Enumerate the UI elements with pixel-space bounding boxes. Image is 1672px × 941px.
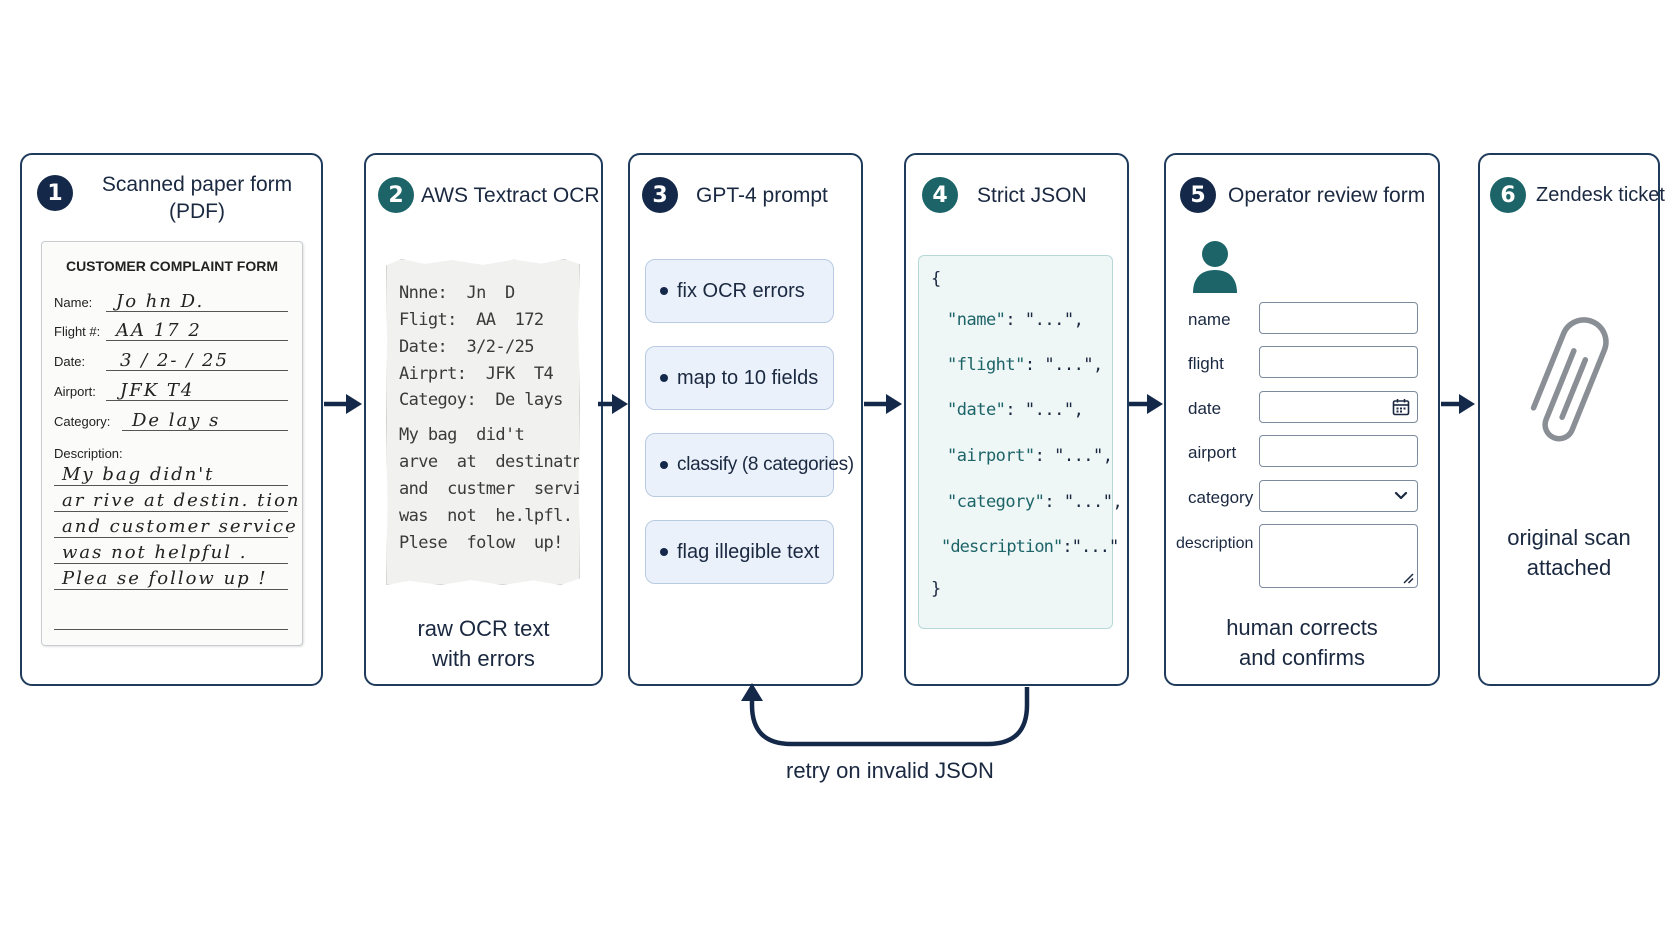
step-6-title: Zendesk ticket xyxy=(1536,184,1665,206)
step-1-title-line2: (PDF) xyxy=(169,200,225,224)
step-6-card: 6 Zendesk ticket original scan attached xyxy=(1478,153,1665,686)
paper-field-date: Date: 3 / 2- / 25 xyxy=(54,343,288,371)
json-line: "flight": "...", xyxy=(947,355,1103,375)
step-4-title: Strict JSON xyxy=(977,184,1087,207)
retry-loop-arrow xyxy=(741,683,1030,747)
review-label-airport: airport xyxy=(1188,443,1237,462)
step-5-badge: 5 xyxy=(1180,177,1216,213)
json-line: "description":"..." xyxy=(941,537,1119,557)
step-1-title-line1: Scanned paper form xyxy=(101,173,293,196)
resize-grip-icon[interactable] xyxy=(1402,572,1414,584)
paper-form: CUSTOMER COMPLAINT FORM Name: Jo hn D. F… xyxy=(41,241,303,646)
paper-field-label: Flight #: xyxy=(54,324,101,339)
review-input-flight[interactable] xyxy=(1259,346,1418,378)
paper-field-value: JFK T4 xyxy=(120,380,195,401)
arrow-1-to-2 xyxy=(324,394,362,414)
paper-description-line: was not helpful . xyxy=(54,538,288,564)
review-label-name: name xyxy=(1188,310,1231,329)
step-1-badge: 1 xyxy=(37,175,73,211)
json-close-brace: } xyxy=(931,579,941,599)
step-1-title: Scanned paper form (PDF) xyxy=(97,171,297,226)
step-3-title: GPT-4 prompt xyxy=(696,184,828,207)
paper-description-line: ar rive at destin. tion xyxy=(54,486,299,512)
paper-field-label: Name: xyxy=(54,295,93,310)
step-6-caption: original scan attached xyxy=(1507,525,1631,580)
step-5-title: Operator review form xyxy=(1228,184,1426,207)
json-open-brace: { xyxy=(931,269,941,289)
json-output: { "name": "...", "flight": "...", "date"… xyxy=(918,255,1123,629)
paper-field-flight: Flight #: AA 17 2 xyxy=(54,313,288,341)
paper-field-label: Date: xyxy=(54,354,86,369)
step-3-card: 3 GPT-4 prompt fix OCR errors map to 10 … xyxy=(628,153,863,686)
paper-field-name: Name: Jo hn D. xyxy=(54,284,288,312)
review-select-category[interactable] xyxy=(1259,480,1418,512)
paper-field-airport: Airport: JFK T4 xyxy=(54,373,288,401)
step-5-caption: human corrects and confirms xyxy=(1226,615,1378,670)
paper-field-value: De lay s xyxy=(132,410,221,431)
review-input-date[interactable] xyxy=(1259,391,1418,423)
review-label-date: date xyxy=(1188,399,1222,418)
step-4-card: 4 Strict JSON { "name": "...", "flight":… xyxy=(904,153,1129,686)
arrow-5-to-6 xyxy=(1441,394,1475,414)
prompt-item: map to 10 fields xyxy=(645,346,834,410)
calendar-icon[interactable] xyxy=(1392,398,1410,416)
json-line: "airport": "...", xyxy=(947,446,1113,466)
step-6-badge: 6 xyxy=(1490,177,1526,213)
step-2-badge: 2 xyxy=(378,177,414,213)
step-2-caption: raw OCR text with errors xyxy=(417,616,550,671)
paper-field-value: Jo hn D. xyxy=(116,291,205,312)
json-line: "date": "...", xyxy=(947,400,1084,420)
json-line: "name": "...", xyxy=(947,310,1084,330)
paper-description-line: Plea se follow up ! xyxy=(54,564,288,590)
step-1-card: 1 Scanned paper form (PDF) CUSTOMER COMP… xyxy=(20,153,323,686)
paper-form-heading: CUSTOMER COMPLAINT FORM xyxy=(65,258,279,274)
review-input-name[interactable] xyxy=(1259,302,1418,334)
review-input-airport[interactable] xyxy=(1259,435,1418,467)
retry-label: retry on invalid JSON xyxy=(786,758,994,783)
chevron-down-icon[interactable] xyxy=(1394,491,1408,501)
step-4-badge: 4 xyxy=(922,177,958,213)
arrow-2-to-3 xyxy=(598,394,628,414)
paper-field-label: Airport: xyxy=(54,384,96,399)
paperclip-icon xyxy=(1530,317,1609,442)
prompt-item: fix OCR errors xyxy=(645,259,834,323)
paper-description-line: and customer service xyxy=(54,512,296,538)
step-2-title: AWS Textract OCR xyxy=(421,184,600,207)
review-label-description: description xyxy=(1176,535,1254,552)
arrow-4-to-5 xyxy=(1129,394,1163,414)
step-5-card: 5 Operator review form name flight date … xyxy=(1164,153,1440,686)
person-icon xyxy=(1193,241,1237,293)
paper-field-value: AA 17 2 xyxy=(116,320,202,341)
paper-field-category: Category: De lay s xyxy=(54,403,288,431)
json-line: "category": "...", xyxy=(947,492,1123,512)
review-label-flight: flight xyxy=(1188,354,1224,373)
paper-description-label: Description: xyxy=(54,446,123,461)
paper-field-value: 3 / 2- / 25 xyxy=(120,350,229,371)
arrow-3-to-4 xyxy=(864,394,902,414)
review-textarea-description[interactable] xyxy=(1259,524,1418,588)
review-label-category: category xyxy=(1188,488,1254,507)
paper-description-line: My bag didn't xyxy=(54,460,288,486)
step-3-badge: 3 xyxy=(642,177,678,213)
prompt-item: classify (8 categories) xyxy=(645,433,854,497)
prompt-item: flag illegible text xyxy=(645,520,834,584)
paper-field-label: Category: xyxy=(54,414,111,429)
paper-description-line xyxy=(54,604,288,630)
